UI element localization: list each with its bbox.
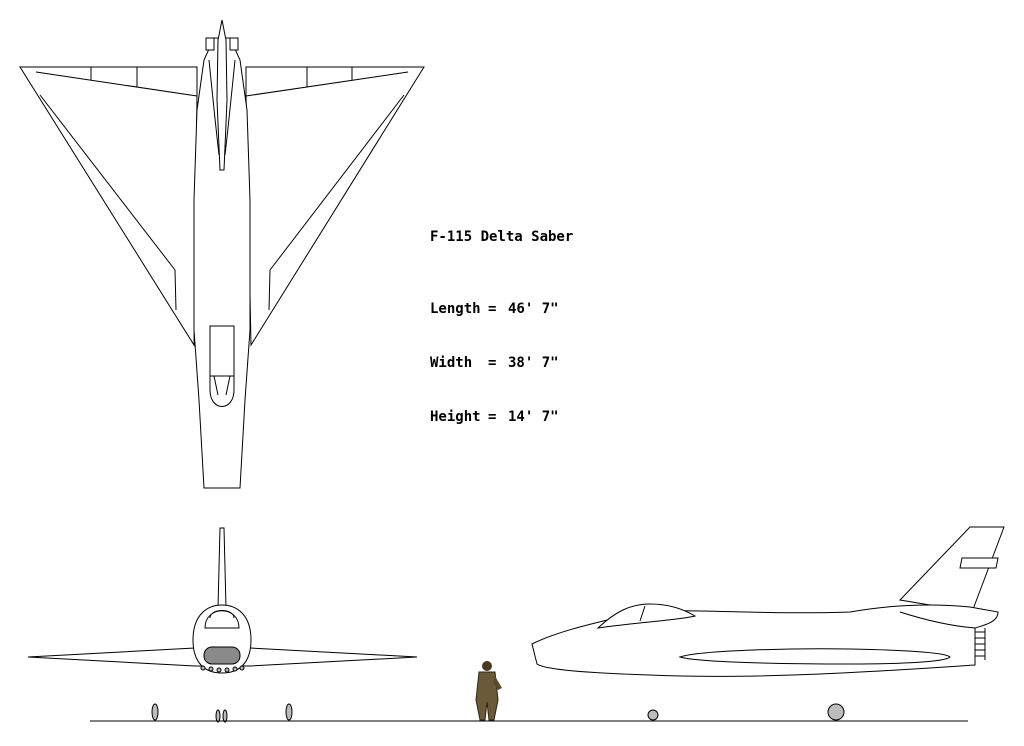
spec-label: Height bbox=[430, 409, 481, 425]
side-view-canopy bbox=[596, 603, 697, 629]
top-view-wing-right bbox=[245, 66, 425, 347]
pilot-scale-figure bbox=[475, 661, 502, 721]
spec-value: 38' 7" bbox=[508, 355, 559, 371]
side-view-fuselage bbox=[531, 604, 999, 677]
front-view-nose-wheel bbox=[215, 709, 221, 723]
spec-value: 46' 7" bbox=[508, 301, 559, 317]
spec-value: 14' 7" bbox=[508, 409, 559, 425]
spec-block: F-115 Delta Saber Length=46' 7" Width=38… bbox=[430, 192, 573, 444]
spec-row-length: Length=46' 7" bbox=[430, 301, 559, 317]
side-view-nose-wheel bbox=[647, 709, 659, 721]
front-view-fin bbox=[217, 527, 227, 609]
front-view-intake bbox=[203, 646, 241, 665]
top-view-canopy bbox=[209, 325, 235, 407]
front-view-right-wheel bbox=[285, 703, 293, 721]
top-view-wing-left bbox=[19, 66, 198, 347]
spec-row-width: Width=38' 7" bbox=[430, 355, 559, 371]
top-view-fin bbox=[216, 19, 228, 171]
spec-row-height: Height=14' 7" bbox=[430, 409, 559, 425]
side-view bbox=[531, 526, 1005, 721]
side-view-tailplane bbox=[959, 557, 999, 569]
side-view-main-wheel bbox=[827, 703, 845, 721]
side-view-intake bbox=[678, 648, 951, 665]
front-view bbox=[27, 527, 418, 723]
side-view-tail-fin bbox=[898, 526, 1005, 613]
spec-label: Width bbox=[430, 355, 473, 371]
top-view-fuselage bbox=[193, 37, 251, 489]
aircraft-title: F-115 Delta Saber bbox=[430, 229, 574, 245]
top-view bbox=[19, 19, 425, 489]
spec-label: Length bbox=[430, 301, 481, 317]
front-view-left-wheel bbox=[151, 703, 159, 721]
